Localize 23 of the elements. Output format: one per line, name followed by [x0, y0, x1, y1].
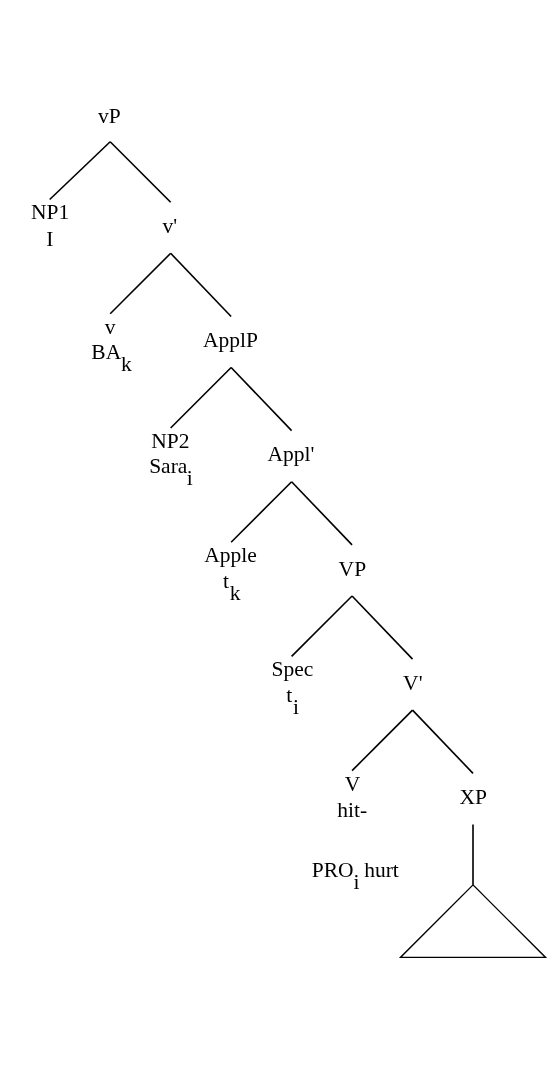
connector [411, 709, 474, 775]
node-text: v' [162, 213, 178, 238]
node-triangle [398, 883, 548, 959]
connector [351, 709, 414, 772]
connector [351, 595, 414, 660]
connector [169, 252, 232, 318]
connector [109, 140, 172, 204]
connector [169, 366, 232, 429]
node-text: vP [98, 103, 121, 128]
node-text: ApplP [202, 328, 258, 353]
connector [290, 595, 353, 658]
node-text: VP [338, 556, 367, 581]
node-text: NP1 I [30, 200, 70, 252]
connector [290, 480, 353, 546]
node-text: V hit- [337, 771, 368, 823]
connector [230, 480, 293, 543]
connector [230, 366, 293, 432]
node-text: V' [403, 670, 423, 695]
connector [472, 823, 474, 886]
connector [48, 140, 111, 201]
connector [109, 252, 172, 315]
node-text: Appl' [267, 442, 315, 467]
node-text: XP [459, 784, 488, 809]
